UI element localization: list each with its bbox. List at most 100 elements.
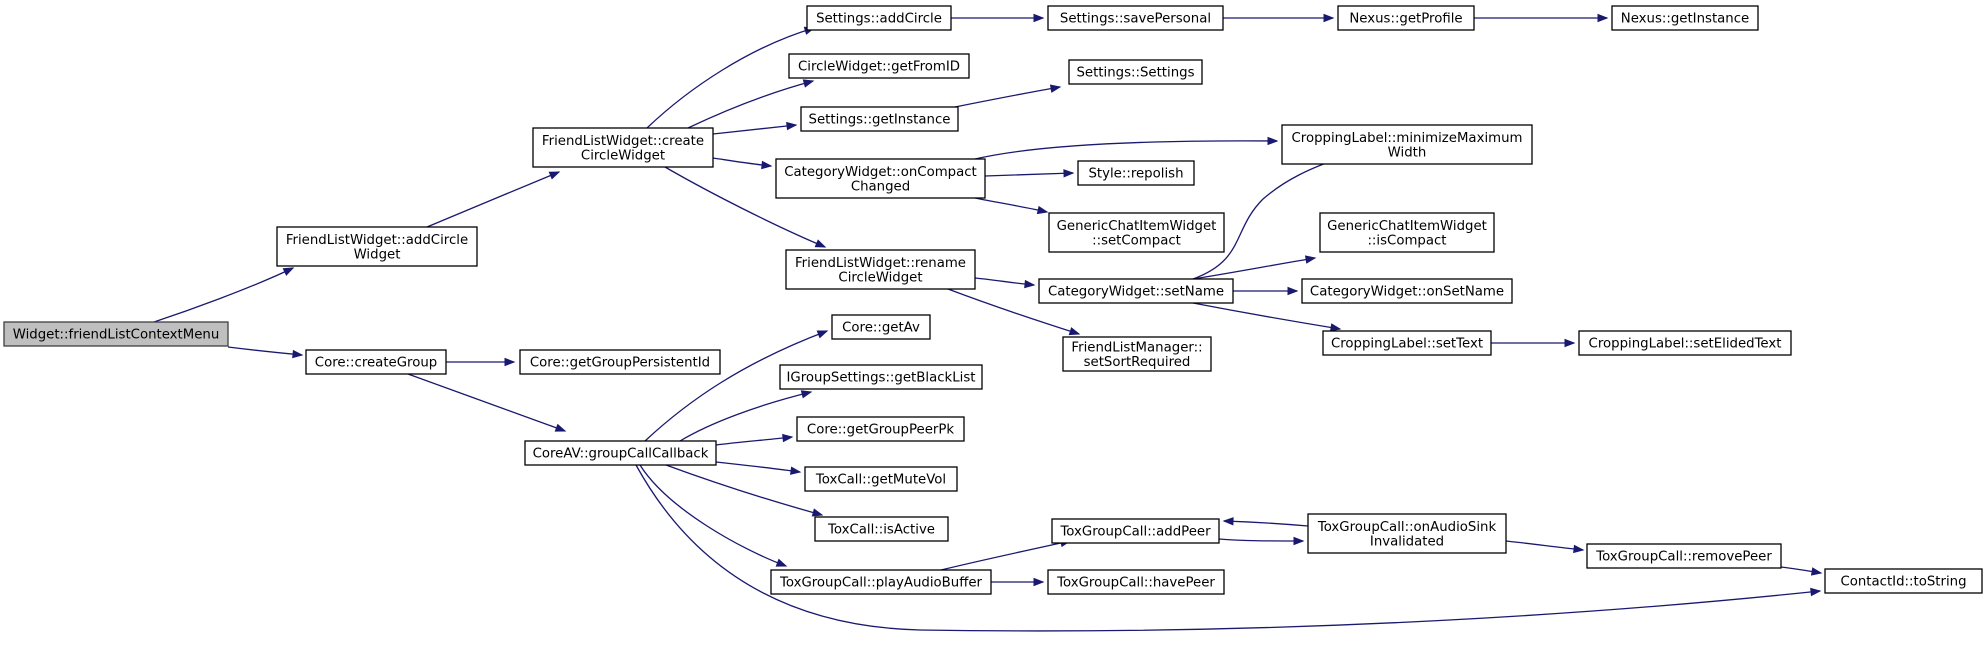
node-box <box>1062 336 1212 372</box>
node-box <box>1824 568 1983 594</box>
node-addPeer[interactable]: ToxGroupCall::addPeer <box>1051 518 1220 544</box>
edge-settingsGetInstance-to-settingsCtor <box>954 84 1062 108</box>
node-playAudioBuffer[interactable]: ToxGroupCall::playAudioBuffer <box>770 569 992 595</box>
node-settingsGetInstance[interactable]: Settings::getInstance <box>800 106 959 132</box>
node-box <box>1281 124 1533 165</box>
node-label: Style::repolish <box>1088 167 1183 182</box>
node-settingsCtor[interactable]: Settings::Settings <box>1068 59 1203 85</box>
node-groupCallCallback[interactable]: CoreAV::groupCallCallback <box>524 440 717 466</box>
edge-onCompactChanged-to-repolish <box>984 169 1075 178</box>
node-box <box>1611 5 1759 31</box>
node-box <box>532 127 714 168</box>
edge-onCompactChanged-to-minimizeMaximumWidth <box>974 136 1279 160</box>
edges-layer <box>153 13 1823 632</box>
node-nexusGetInstance[interactable]: Nexus::getInstance <box>1611 5 1759 31</box>
node-label: Nexus::getProfile <box>1349 12 1462 27</box>
node-box <box>519 349 721 375</box>
node-isCompact[interactable]: GenericChatItemWidget::isCompact <box>1319 212 1495 253</box>
edge-line <box>665 464 823 516</box>
edge-getProfile-to-nexusGetInstance <box>1474 13 1609 23</box>
node-label: Widget::friendListContextMenu <box>13 328 220 343</box>
edge-line <box>635 464 1821 632</box>
edge-createCircleWidget-to-onCompactChanged <box>712 157 773 170</box>
edge-setName-to-isCompact <box>1192 255 1317 280</box>
node-addCircle[interactable]: Settings::addCircle <box>806 5 952 31</box>
node-label: CroppingLabel::setText <box>1331 337 1483 352</box>
edge-arrowhead <box>1287 286 1299 296</box>
node-onSetName[interactable]: CategoryWidget::onSetName <box>1301 278 1513 304</box>
node-label: Settings::getInstance <box>809 113 951 128</box>
edge-groupCallCallback-to-playAudioBuffer <box>639 464 788 567</box>
node-box <box>775 158 986 199</box>
node-getBlackList[interactable]: IGroupSettings::getBlackList <box>779 364 983 390</box>
node-box <box>1048 212 1225 253</box>
nodes-layer: Widget::friendListContextMenu FriendListW… <box>3 5 1983 595</box>
node-setElidedText[interactable]: CroppingLabel::setElidedText <box>1578 330 1792 356</box>
node-label: Settings::Settings <box>1076 66 1194 81</box>
edge-arrowhead <box>775 558 788 567</box>
edge-onCompactChanged-to-setCompact <box>974 197 1049 215</box>
node-repolish[interactable]: Style::repolish <box>1077 160 1195 186</box>
edge-line <box>974 140 1278 160</box>
node-getGroupPeerPk[interactable]: Core::getGroupPeerPk <box>796 416 965 442</box>
node-label: Core::getGroupPeerPk <box>807 423 954 438</box>
edge-friendListContextMenu-to-addCircleWidget <box>153 267 295 323</box>
node-createGroup[interactable]: Core::createGroup <box>305 349 447 375</box>
edge-line <box>954 86 1061 108</box>
node-box <box>1578 330 1792 356</box>
node-setCompact[interactable]: GenericChatItemWidget::setCompact <box>1048 212 1225 253</box>
edge-createCircleWidget-to-settingsGetInstance <box>712 121 798 135</box>
node-label: ToxGroupCall::havePeer <box>1056 576 1215 591</box>
edge-arrowhead <box>1564 338 1576 348</box>
node-setText[interactable]: CroppingLabel::setText <box>1322 330 1492 356</box>
node-box <box>1047 5 1224 31</box>
node-setSortRequired[interactable]: FriendListManager::setSortRequired <box>1062 336 1212 372</box>
edge-arrowhead <box>504 357 516 367</box>
edge-line <box>974 197 1048 213</box>
node-getFromID[interactable]: CircleWidget::getFromID <box>788 53 970 79</box>
node-label: FriendListWidget::addCircle <box>286 233 468 248</box>
edge-onAudioSinkInvalidated-to-addPeer <box>1222 517 1309 527</box>
edge-line <box>940 540 1071 571</box>
node-getMuteVol[interactable]: ToxCall::getMuteVol <box>804 466 958 492</box>
node-setName[interactable]: CategoryWidget::setName <box>1038 278 1234 304</box>
node-box <box>276 226 478 267</box>
node-box <box>770 569 992 595</box>
node-toString[interactable]: ContactId::toString <box>1824 568 1983 594</box>
edge-line <box>1223 520 1309 527</box>
node-label: Core::getGroupPersistentId <box>530 356 710 371</box>
node-label: CircleWidget <box>838 270 922 285</box>
node-label: ToxCall::getMuteVol <box>815 473 946 488</box>
node-box <box>1038 278 1234 304</box>
node-label: CategoryWidget::onSetName <box>1310 285 1504 300</box>
edge-line <box>947 288 1080 335</box>
node-label: ToxCall::isActive <box>827 523 935 538</box>
edge-arrowhead <box>1810 567 1823 576</box>
edge-line <box>644 330 828 442</box>
node-label: IGroupSettings::getBlackList <box>787 371 976 386</box>
edge-arrowhead <box>1267 136 1279 146</box>
node-havePeer[interactable]: ToxGroupCall::havePeer <box>1047 569 1225 595</box>
node-label: Changed <box>851 179 910 194</box>
node-getGroupPersistentId[interactable]: Core::getGroupPersistentId <box>519 349 721 375</box>
edge-line <box>715 461 801 473</box>
edge-arrowhead <box>800 390 813 399</box>
node-isActive[interactable]: ToxCall::isActive <box>814 516 949 542</box>
node-label: Core::createGroup <box>315 356 437 371</box>
node-label: GenericChatItemWidget <box>1327 219 1487 234</box>
node-getAv[interactable]: Core::getAv <box>831 314 931 340</box>
node-savePersonal[interactable]: Settings::savePersonal <box>1047 5 1224 31</box>
node-friendListContextMenu[interactable]: Widget::friendListContextMenu <box>3 321 229 347</box>
edge-groupCallCallback-to-getMuteVol <box>715 461 802 475</box>
edge-createGroup-to-groupCallCallback <box>407 373 567 432</box>
node-removePeer[interactable]: ToxGroupCall::removePeer <box>1586 543 1782 569</box>
node-getProfile[interactable]: Nexus::getProfile <box>1337 5 1475 31</box>
node-label: ContactId::toString <box>1840 575 1966 590</box>
